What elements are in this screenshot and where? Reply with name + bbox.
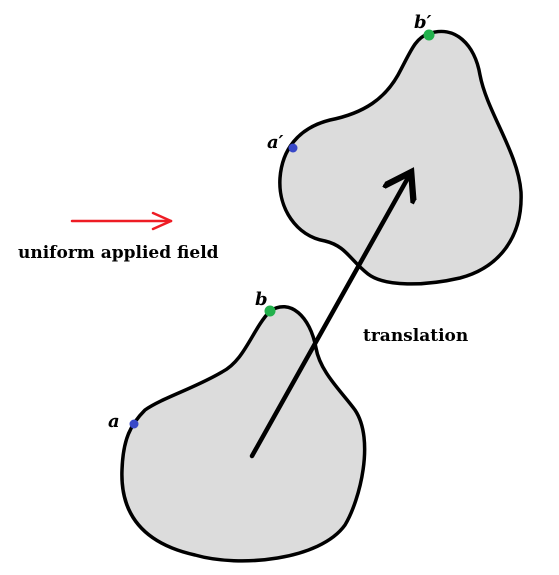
translation-arrow — [249, 176, 409, 459]
original-body — [120, 305, 367, 563]
point-b-prime-label: b′ — [414, 12, 432, 33]
point-b-prime-dot — [423, 29, 435, 41]
point-a-label: a — [108, 411, 120, 432]
point-b-dot — [264, 305, 276, 317]
field-arrow — [70, 211, 173, 231]
translated-body — [278, 29, 523, 286]
point-b-label: b — [255, 289, 268, 310]
point-a-dot — [129, 419, 139, 429]
point-a-prime-dot — [288, 143, 298, 153]
field-label: uniform applied field — [18, 243, 219, 263]
point-a-prime-label: a′ — [267, 132, 284, 153]
translation-label: translation — [363, 326, 468, 346]
